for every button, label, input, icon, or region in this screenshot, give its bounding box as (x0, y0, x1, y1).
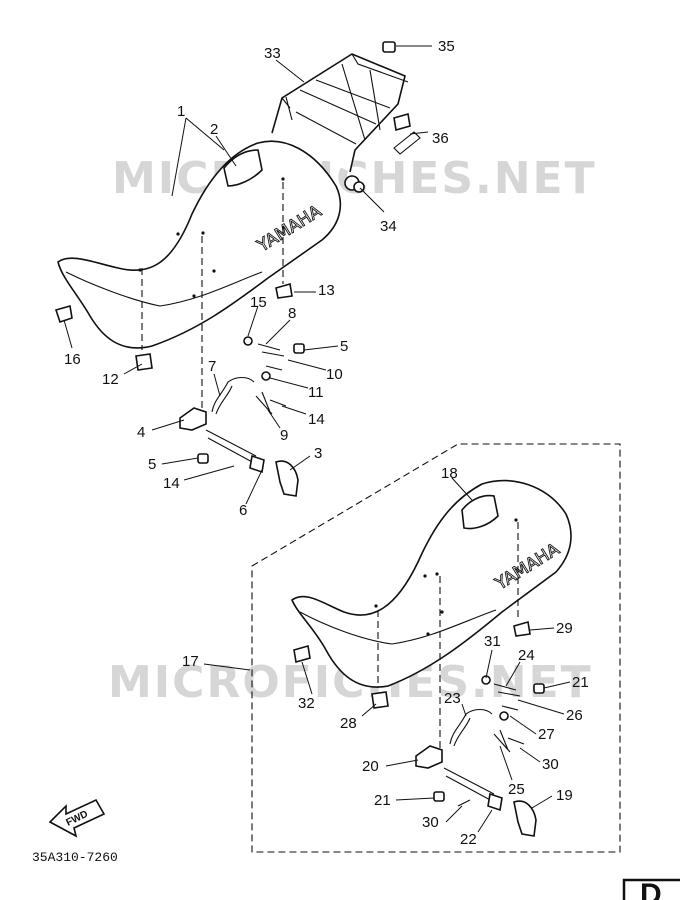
bolt-21-lower (433, 791, 445, 802)
callout-13: 13 (318, 282, 335, 299)
bolt-34 (344, 175, 365, 193)
diagram-code: 35A310-7260 (32, 850, 118, 865)
callout-5: 5 (340, 338, 348, 355)
callout-30: 30 (542, 756, 559, 773)
callout-3: 3 (314, 445, 322, 462)
callout-14b: 14 (163, 475, 180, 492)
damper-12 (135, 353, 153, 371)
damper-16 (54, 304, 73, 324)
callout-30b: 30 (422, 814, 439, 831)
callout-19: 19 (556, 787, 573, 804)
callout-17: 17 (182, 653, 199, 670)
callout-9: 9 (280, 427, 288, 444)
carrier-rack (271, 53, 411, 173)
lower-set-frame (251, 443, 621, 853)
page-tab: D (622, 878, 680, 900)
callout-24: 24 (518, 647, 535, 664)
fwd-arrow-icon: FWD (48, 798, 106, 838)
callout-20: 20 (362, 758, 379, 775)
rod-22 (443, 767, 503, 812)
nut-5-upper-right (293, 343, 305, 354)
callout-11: 11 (308, 384, 324, 401)
callout-29: 29 (556, 620, 573, 637)
lower-seat: YAMAHA (291, 479, 572, 688)
callout-28: 28 (340, 715, 357, 732)
callout-33: 33 (264, 45, 281, 62)
callout-27: 27 (538, 726, 555, 743)
callout-21b: 21 (374, 792, 391, 809)
callout-6: 6 (239, 502, 247, 519)
callout-10: 10 (326, 366, 343, 383)
callout-16: 16 (64, 351, 81, 368)
callout-8: 8 (288, 305, 296, 322)
callout-32: 32 (298, 695, 315, 712)
lock-19 (513, 800, 537, 837)
callout-22: 22 (460, 831, 477, 848)
callout-5b: 5 (148, 456, 156, 473)
callout-18: 18 (441, 465, 458, 482)
collar-36 (393, 131, 421, 155)
callout-7: 7 (208, 358, 216, 375)
callout-1: 1 (177, 103, 185, 120)
callout-36: 36 (432, 130, 449, 147)
callout-34: 34 (380, 218, 397, 235)
callout-23: 23 (444, 690, 461, 707)
lock-3 (275, 460, 299, 497)
callout-21: 21 (572, 674, 589, 691)
callout-4: 4 (137, 424, 145, 441)
spring-pins-upper (243, 336, 287, 415)
bracket-29 (513, 620, 531, 637)
callout-12: 12 (102, 371, 119, 388)
hinge-bracket-20 (415, 745, 443, 769)
page-tab-letter: D (640, 878, 662, 900)
damper-32 (293, 644, 311, 664)
bracket-13 (275, 282, 293, 299)
hinge-bracket-4 (179, 407, 207, 431)
nut-21-right (533, 683, 545, 694)
lock-rod-7 (211, 376, 255, 415)
bolt-5-upper (197, 453, 209, 464)
rod-6 (205, 429, 265, 474)
callout-25: 25 (508, 781, 525, 798)
callout-26: 26 (566, 707, 583, 724)
bolt-35 (382, 41, 396, 53)
callout-35: 35 (438, 38, 455, 55)
spring-pins-lower (457, 675, 525, 807)
callout-31: 31 (484, 633, 501, 650)
callout-2: 2 (210, 121, 218, 138)
callout-15: 15 (250, 294, 267, 311)
upper-seat: YAMAHA (57, 140, 342, 349)
callout-14: 14 (308, 411, 325, 428)
lock-rod-23 (449, 708, 493, 747)
